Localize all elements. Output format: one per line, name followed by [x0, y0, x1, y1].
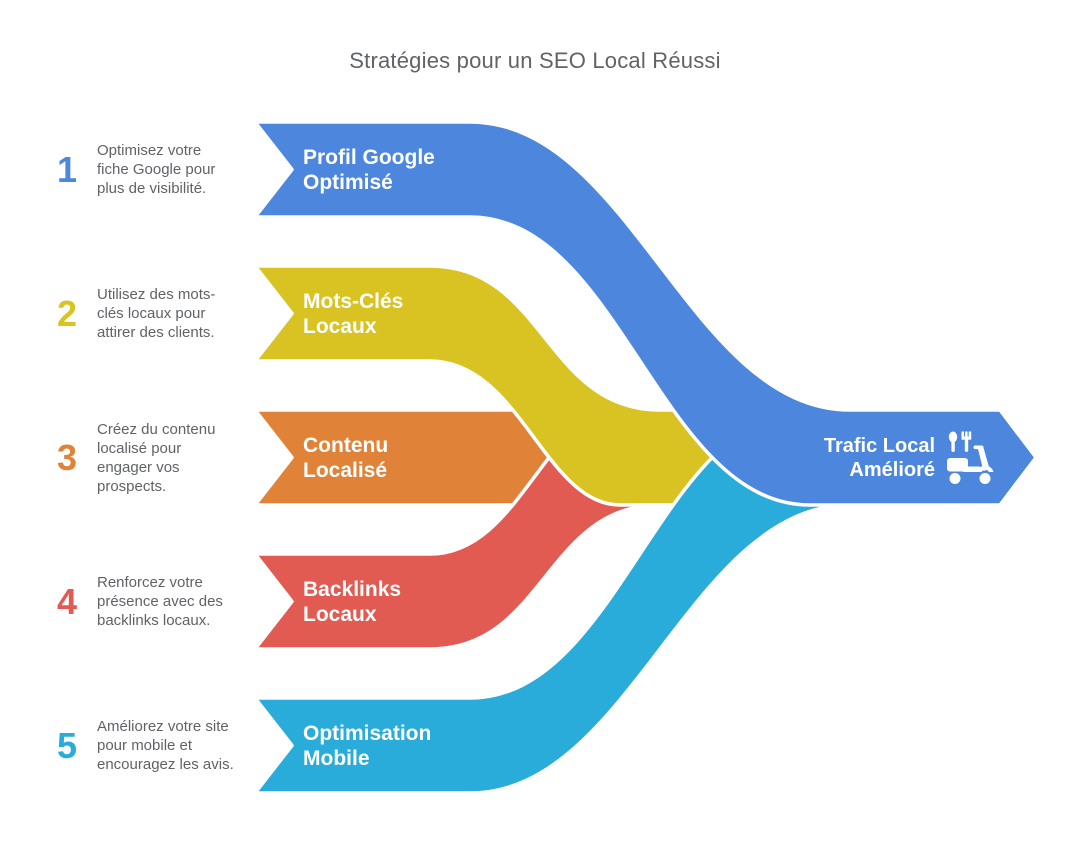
step-row-1: 1 Optimisez votre fiche Google pour plus… [0, 122, 255, 217]
food-delivery-scooter-icon [947, 431, 994, 484]
step-number-1: 1 [56, 148, 78, 190]
step-description-1: Optimisez votre fiche Google pour plus d… [97, 142, 216, 197]
step-number-4: 4 [56, 580, 78, 622]
flow-band-profil-google-result-arrow [253, 120, 1038, 507]
step-row-3: 3 Créez du contenu localisé pour engager… [0, 410, 255, 505]
step-row-2: 2 Utilisez des mots-clés locaux pour att… [0, 266, 255, 361]
step-description-5: Améliorez votre site pour mobile et enco… [97, 718, 234, 773]
step-row-5: 5 Améliorez votre site pour mobile et en… [0, 698, 255, 793]
step-description-4: Renforcez votre présence avec des backli… [97, 574, 223, 629]
flow-band-contenu-localise [253, 408, 562, 507]
result-label-trafic-local: Trafic Local Amélioré [795, 410, 935, 505]
step-number-5: 5 [56, 724, 78, 766]
step-number-2: 2 [56, 292, 78, 334]
result-label-line: Amélioré [849, 458, 935, 481]
step-description-2: Utilisez des mots-clés locaux pour attir… [97, 286, 216, 341]
result-label-line: Trafic Local [823, 434, 935, 457]
page-title: Stratégies pour un SEO Local Réussi [349, 48, 721, 73]
step-row-4: 4 Renforcez votre présence avec des back… [0, 554, 255, 649]
step-number-3: 3 [56, 436, 78, 478]
step-description-3: Créez du contenu localisé pour engager v… [97, 420, 216, 495]
